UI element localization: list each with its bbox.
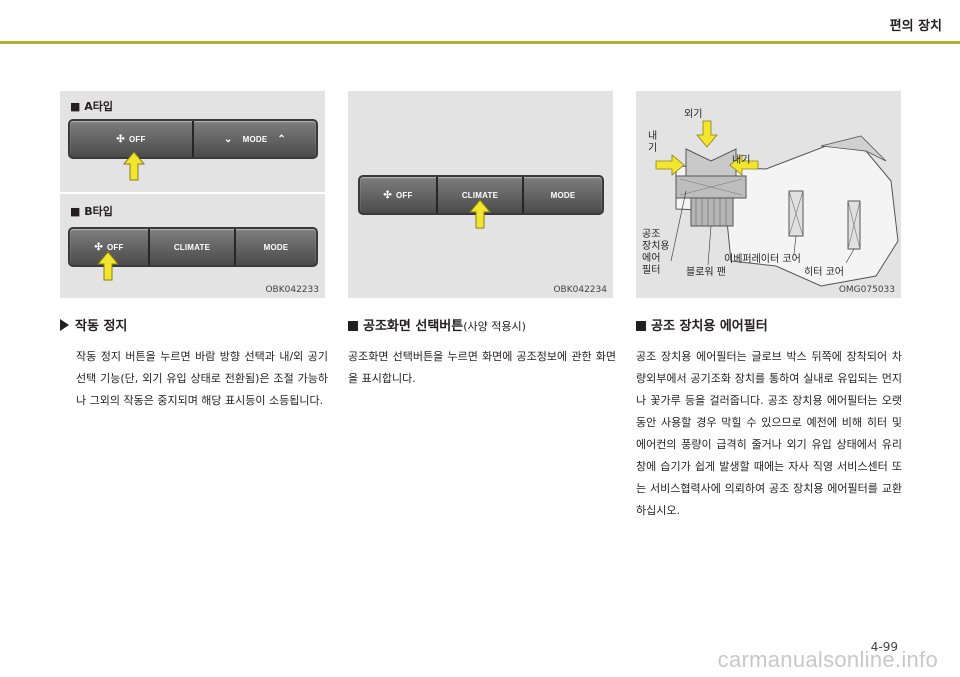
hvac-unit-drawing: [655, 120, 899, 287]
section-filter-heading: 공조 장치용 에어필터: [636, 318, 902, 336]
section-air-filter: 공조 장치용 에어필터 공조 장치용 에어필터는 글로브 박스 뒤쪽에 장착되어…: [636, 318, 902, 522]
fan-icon: ✣: [116, 133, 125, 145]
climate-mode-button[interactable]: MODE: [522, 177, 602, 213]
climate-off-button[interactable]: ✣ OFF: [360, 177, 436, 213]
callout-inside-air-right: 내기: [732, 155, 751, 166]
climate-mode-label: MODE: [550, 190, 576, 200]
climate-select-button[interactable]: CLIMATE: [436, 177, 522, 213]
callout-air-filter: 공조 장치용 에어 필터: [642, 229, 670, 276]
type-a-mode-label: MODE: [242, 134, 268, 144]
chevron-down-icon: ⌄: [224, 133, 233, 145]
callout-outside-air: 외기: [684, 109, 703, 120]
section-stop-title: 작동 정지: [75, 319, 128, 334]
figure-air-filter: 외기 내 기 내기 공조 장치용 에어 필터 블로워 팬 이베퍼레이터 코어 히…: [636, 91, 901, 298]
section-climate-heading: 공조화면 선택버튼(사양 적용시): [348, 318, 616, 336]
callout-blower-fan: 블로워 팬: [686, 267, 726, 278]
callout-inside-air-left: 내 기: [648, 131, 658, 154]
figure-code: OBK042233: [265, 285, 319, 295]
fan-icon: ✣: [383, 189, 392, 201]
type-a-off-button[interactable]: ✣ OFF: [70, 121, 192, 157]
climate-select-label: CLIMATE: [461, 190, 499, 200]
climate-off-label: OFF: [395, 190, 413, 200]
type-b-climate-button[interactable]: CLIMATE: [148, 229, 234, 265]
type-b-off-button[interactable]: ✣ OFF: [70, 229, 148, 265]
triangle-bullet-icon: [60, 319, 69, 331]
callout-heater-core: 히터 코어: [804, 267, 844, 278]
section-climate-button: 공조화면 선택버튼(사양 적용시) 공조화면 선택버튼을 누르면 화면에 공조정…: [348, 318, 616, 390]
square-bullet-icon: [636, 321, 646, 331]
type-b-off-label: OFF: [106, 242, 124, 252]
type-b-climate-label: CLIMATE: [173, 242, 211, 252]
pointer-arrow-icon: [97, 251, 119, 281]
type-a-label: A타입: [84, 100, 114, 113]
figure-type-a: ■ A타입 ✣ OFF ⌄ MODE ⌃: [60, 91, 325, 192]
figure-code: OMG075033: [838, 285, 895, 295]
section-climate-body: 공조화면 선택버튼을 누르면 화면에 공조정보에 관한 화면을 표시합니다.: [348, 350, 616, 385]
pointer-arrow-icon: [469, 199, 491, 229]
type-b-mode-button[interactable]: MODE: [234, 229, 316, 265]
callout-evaporator-core: 이베퍼레이터 코어: [724, 254, 801, 265]
type-a-mode-button[interactable]: ⌄ MODE ⌃: [192, 121, 316, 157]
type-a-off-label: OFF: [128, 134, 146, 144]
fan-icon: ✣: [94, 241, 103, 253]
type-a-label-wrap: ■ A타입: [70, 98, 113, 114]
type-b-label-wrap: ■ B타입: [70, 203, 113, 219]
section-title: 편의 장치: [889, 19, 942, 34]
type-b-control-strip: ✣ OFF CLIMATE MODE: [68, 227, 318, 267]
section-stop-heading: 작동 정지: [60, 318, 328, 336]
section-climate-subtitle: (사양 적용시): [463, 320, 526, 333]
type-b-mode-label: MODE: [263, 242, 289, 252]
section-stop-body: 작동 정지 버튼을 누르면 바람 방향 선택과 내/외 공기 선택 기능(단, …: [76, 350, 328, 407]
top-accent-bar: 편의 장치: [0, 0, 960, 44]
figure-code: OBK042234: [553, 285, 607, 295]
square-bullet-icon: [348, 321, 358, 331]
type-a-control-strip: ✣ OFF ⌄ MODE ⌃: [68, 119, 318, 159]
figure-type-b: ■ B타입 ✣ OFF CLIMATE MODE OBK042233: [60, 194, 325, 298]
pointer-arrow-icon: [123, 151, 145, 181]
section-stop: 작동 정지 작동 정지 버튼을 누르면 바람 방향 선택과 내/외 공기 선택 …: [60, 318, 328, 412]
figure-climate-button: ✣ OFF CLIMATE MODE OBK042234: [348, 91, 613, 298]
watermark-logo: carmanualsonline.info: [717, 647, 938, 672]
square-bullet-icon: ■: [70, 205, 81, 218]
square-bullet-icon: ■: [70, 100, 81, 113]
section-filter-title: 공조 장치용 에어필터: [651, 319, 768, 334]
chevron-up-icon: ⌃: [277, 133, 286, 145]
section-filter-body: 공조 장치용 에어필터는 글로브 박스 뒤쪽에 장착되어 차량외부에서 공기조화…: [636, 350, 902, 517]
section-climate-title: 공조화면 선택버튼: [363, 319, 464, 334]
page-number: 4-99: [870, 640, 898, 654]
type-b-label: B타입: [84, 205, 113, 218]
